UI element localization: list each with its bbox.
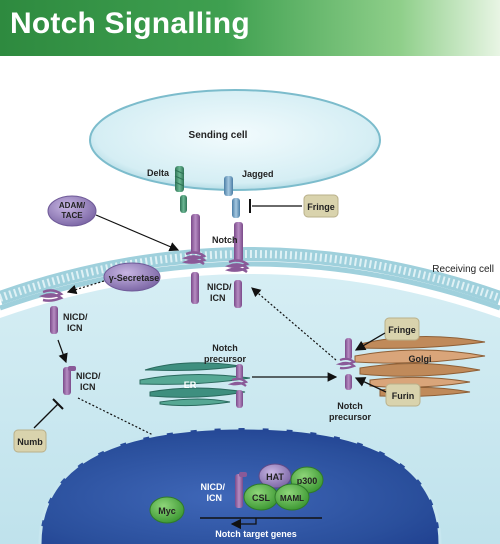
numb-inhibition-line bbox=[33, 403, 59, 429]
hat-label: HAT bbox=[266, 472, 284, 482]
nicd-membrane-left bbox=[38, 289, 64, 334]
jagged-label: Jagged bbox=[242, 169, 274, 179]
myc-label: Myc bbox=[158, 506, 176, 516]
fringe-top-label: Fringe bbox=[307, 202, 335, 212]
numb-box bbox=[13, 429, 47, 453]
nicd-nuclear bbox=[235, 472, 247, 508]
fringe-box-golgi bbox=[384, 317, 420, 341]
delta-label: Delta bbox=[147, 168, 170, 178]
nicd-mid-label-1: NICD/ bbox=[76, 371, 101, 381]
golgi-label: Golgi bbox=[409, 354, 432, 364]
nicd-release-arrow bbox=[57, 339, 68, 364]
numb-label: Numb bbox=[17, 437, 43, 447]
notch-label: Notch bbox=[212, 235, 238, 245]
page-title: Notch Signalling bbox=[10, 7, 250, 40]
delta-ligand bbox=[174, 166, 187, 213]
nicd-nuc-label-2: ICN bbox=[207, 493, 223, 503]
maml-protein bbox=[274, 483, 310, 511]
adam-tace-enzyme bbox=[47, 195, 97, 227]
transcription-arrow bbox=[230, 518, 257, 530]
sending-cell-label: Sending cell bbox=[189, 130, 248, 141]
sending-cell bbox=[89, 89, 381, 191]
hat-protein bbox=[258, 463, 292, 489]
notch-precursor-er-label-2: precursor bbox=[204, 354, 247, 364]
gamma-secretase-enzyme bbox=[103, 262, 161, 292]
nicd-left-label-2: ICN bbox=[67, 323, 83, 333]
nicd-cytoplasmic bbox=[63, 366, 76, 395]
notch-precursor-golgi-label-1: Notch bbox=[337, 401, 363, 411]
csl-label: CSL bbox=[252, 493, 271, 503]
fringe-golgi-label: Fringe bbox=[388, 325, 416, 335]
fringe-golgi-arrow bbox=[354, 332, 386, 351]
endoplasmic-reticulum bbox=[139, 362, 251, 407]
maml-label: MAML bbox=[280, 494, 304, 503]
title-banner: Notch Signalling bbox=[0, 0, 500, 56]
furin-box bbox=[385, 383, 421, 407]
adam-tace-arrow bbox=[95, 214, 180, 252]
nicd-nuc-label-1: NICD/ bbox=[201, 482, 226, 492]
notch-precursor-golgi bbox=[335, 338, 357, 390]
furin-label: Furin bbox=[392, 391, 415, 401]
nicd-top-label-1: NICD/ bbox=[207, 282, 232, 292]
notch-receptor bbox=[224, 222, 250, 308]
nicd-left-label-1: NICD/ bbox=[63, 312, 88, 322]
adam-tace-label-2: TACE bbox=[61, 211, 83, 220]
notch-receptor-cleaved bbox=[181, 214, 207, 304]
notch-precursor-er bbox=[227, 364, 249, 408]
membrane-pattern bbox=[0, 250, 500, 302]
er-label: ER bbox=[184, 380, 197, 390]
notch-precursor-er-label-1: Notch bbox=[212, 343, 238, 353]
notch-target-genes-label: Notch target genes bbox=[215, 529, 297, 539]
gamma-secretase-label: γ-Secretase bbox=[109, 273, 160, 283]
nicd-mid-label-2: ICN bbox=[80, 382, 96, 392]
myc-protein bbox=[149, 496, 185, 524]
nicd-top-label-2: ICN bbox=[210, 293, 226, 303]
p300-label: p300 bbox=[297, 476, 318, 486]
golgi-to-membrane-arrow bbox=[251, 287, 337, 361]
adam-tace-label-1: ADAM/ bbox=[59, 201, 86, 210]
fringe-box-top bbox=[303, 194, 339, 218]
nuclear-envelope bbox=[38, 426, 442, 544]
numb-inhibition-bar bbox=[52, 398, 64, 410]
furin-arrow bbox=[354, 377, 387, 393]
notch-precursor-golgi-label-2: precursor bbox=[329, 412, 372, 422]
jagged-ligand bbox=[224, 176, 240, 218]
receiving-cell-label: Receiving cell bbox=[432, 264, 494, 275]
